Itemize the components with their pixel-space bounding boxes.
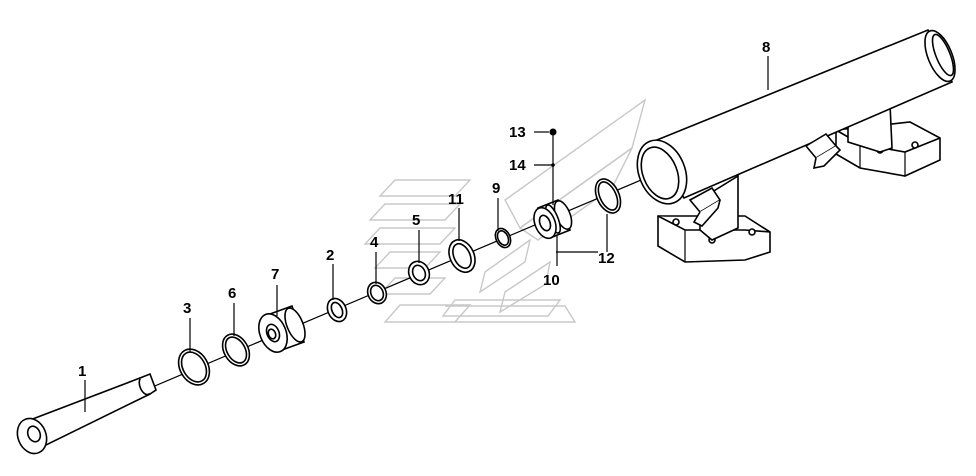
seal-2-inner (330, 301, 344, 319)
callout-13: 13 (509, 124, 526, 141)
washer-5-inner (411, 264, 427, 282)
piston-seal-12-inner (597, 181, 619, 211)
o-ring-6-inner (224, 336, 248, 364)
o-ring-9-inner (496, 230, 510, 246)
callout-4: 4 (370, 234, 379, 251)
callout-11: 11 (448, 191, 464, 208)
watermark-logo (363, 98, 647, 323)
callout-14: 14 (509, 157, 526, 174)
part-13-dot (549, 128, 557, 136)
callout-12: 12 (598, 250, 615, 267)
callout-8: 8 (762, 39, 770, 56)
o-ring-3-inner (180, 351, 208, 383)
callout-3: 3 (183, 300, 191, 317)
seal-ring-11-inner (452, 242, 472, 270)
ring-4-inner (369, 284, 385, 302)
piston-rod (16, 372, 157, 455)
callout-9: 9 (492, 180, 500, 197)
piston (533, 198, 573, 240)
cylinder-barrel (636, 28, 956, 263)
callout-7: 7 (271, 266, 279, 283)
callout-10: 10 (543, 272, 560, 289)
callout-6: 6 (228, 285, 236, 302)
leader-lines (84, 56, 769, 412)
callout-1: 1 (78, 363, 86, 380)
gland-guide-bush (258, 304, 306, 353)
callout-2: 2 (326, 247, 334, 264)
callout-5: 5 (412, 212, 420, 229)
